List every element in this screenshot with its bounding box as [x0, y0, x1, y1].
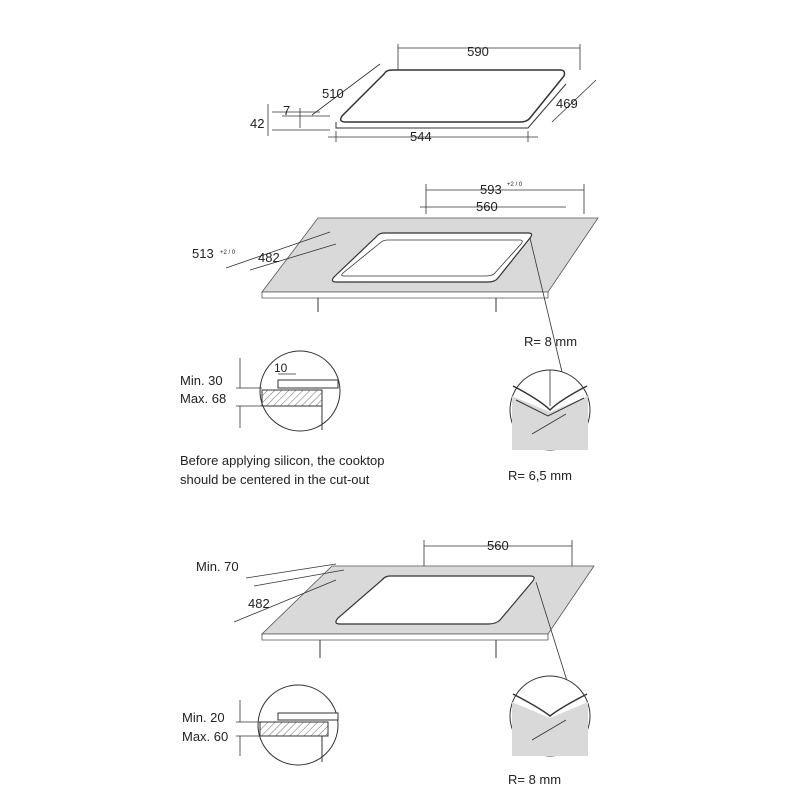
max-68-label: Max. 68: [180, 391, 226, 406]
cutout-2-perspective: 560 Min. 70 482: [196, 538, 595, 685]
dim-cutout-depth-513: 513: [192, 246, 214, 261]
note-line-1: Before applying silicon, the cooktop: [180, 453, 385, 468]
cutout-2-outline: [335, 575, 535, 625]
cooktop-top-view: 590 510 469 544 42 7: [250, 44, 597, 144]
dim-cutout-depth-482: 482: [258, 250, 280, 265]
edge-detail-2: Min. 20 Max. 60: [182, 684, 339, 766]
min-30-label: Min. 30: [180, 373, 223, 388]
edge-detail-1-glass: [277, 379, 339, 389]
min-70-label: Min. 70: [196, 559, 239, 574]
dim-cutout2-depth-482: 482: [248, 596, 270, 611]
dim-line-469: [551, 79, 597, 123]
tol-cutout-depth-513: +2 / 0: [220, 250, 236, 256]
radius-inner-label: R= 6,5 mm: [508, 468, 572, 483]
countertop-2-edge: [261, 633, 549, 641]
dim-height-7: 7: [283, 103, 290, 118]
corner-detail-1: R= 6,5 mm: [508, 369, 591, 483]
dim-side-469: 469: [556, 96, 578, 111]
installation-note: Before applying silicon, the cooktop sho…: [180, 451, 480, 489]
corner-detail-2: R= 8 mm: [508, 675, 591, 787]
radius-outer-label: R= 8 mm: [524, 334, 577, 349]
dim-width-590: 590: [467, 44, 489, 59]
note-line-2: should be centered in the cut-out: [180, 472, 370, 487]
gap-10-label: 10: [274, 361, 288, 375]
countertop-1-edge: [261, 291, 549, 299]
dim-cutout2-width-560: 560: [487, 538, 509, 553]
dim-bottom-544: 544: [410, 129, 432, 144]
edge-detail-2-glass: [277, 712, 339, 721]
edge-detail-1: 10 Min. 30 Max. 68: [180, 350, 341, 432]
cutout-1-perspective: 593 +2 / 0 560 513 +2 / 0 482 R= 8 mm: [192, 182, 599, 373]
min-20-label: Min. 20: [182, 710, 225, 725]
cutout-1-inner: [341, 239, 523, 277]
cutout-1-outer: [331, 232, 533, 283]
dim-depth-510: 510: [322, 86, 344, 101]
dim-line-510: [311, 63, 381, 116]
max-60-label: Max. 60: [182, 729, 228, 744]
cooktop-glass-outline: [339, 69, 566, 123]
tol-cutout-width-593: +2 / 0: [507, 182, 523, 188]
cooktop-body-outline: [335, 83, 567, 129]
dim-height-42: 42: [250, 116, 264, 131]
radius-2-label: R= 8 mm: [508, 772, 561, 787]
dim-cutout-width-560: 560: [476, 199, 498, 214]
dim-cutout-width-593: 593: [480, 182, 502, 197]
edge-detail-1-counter: [261, 389, 323, 407]
edge-detail-2-counter: [259, 721, 329, 737]
